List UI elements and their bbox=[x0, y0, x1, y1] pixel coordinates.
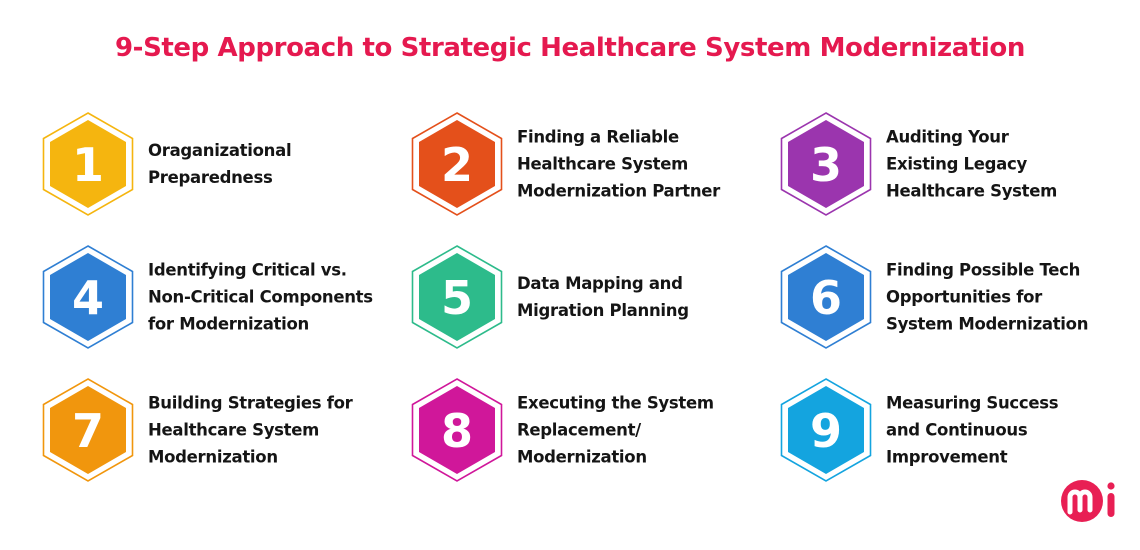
label-line: Modernization bbox=[148, 447, 278, 467]
step-9: 9 Measuring Success and Continuous Impro… bbox=[780, 378, 1140, 482]
hexagon-badge-icon: 6 bbox=[780, 245, 872, 349]
label-line: Healthcare System bbox=[517, 154, 689, 174]
label-line: Building Strategies for bbox=[148, 393, 353, 413]
step-number: 9 bbox=[809, 404, 842, 458]
step-label: Identifying Critical vs. Non-Critical Co… bbox=[148, 257, 373, 338]
step-number: 1 bbox=[71, 138, 104, 192]
step-label: Auditing Your Existing Legacy Healthcare… bbox=[886, 124, 1057, 205]
hexagon-badge-icon: 1 bbox=[42, 112, 134, 216]
label-line: for Modernization bbox=[148, 314, 309, 334]
step-number: 6 bbox=[809, 271, 842, 325]
label-line: Modernization Partner bbox=[517, 181, 720, 201]
label-line: Modernization bbox=[517, 447, 647, 467]
label-line: Improvement bbox=[886, 447, 1008, 467]
label-line: Opportunities for bbox=[886, 287, 1043, 307]
hexagon-badge-icon: 8 bbox=[411, 378, 503, 482]
step-7: 7 Building Strategies for Healthcare Sys… bbox=[42, 378, 412, 482]
step-number: 7 bbox=[71, 404, 104, 458]
step-8: 8 Executing the System Replacement/ Mode… bbox=[411, 378, 781, 482]
label-line: and Continuous bbox=[886, 420, 1028, 440]
step-6: 6 Finding Possible Tech Opportunities fo… bbox=[780, 245, 1140, 349]
label-line: Auditing Your bbox=[886, 127, 1009, 147]
step-4: 4 Identifying Critical vs. Non-Critical … bbox=[42, 245, 412, 349]
label-line: Oraganizational bbox=[148, 141, 292, 160]
step-number: 4 bbox=[71, 271, 104, 325]
label-line: Existing Legacy bbox=[886, 154, 1027, 174]
brand-logo-icon bbox=[1060, 478, 1122, 524]
label-line: Preparedness bbox=[148, 168, 273, 187]
hexagon-badge-icon: 7 bbox=[42, 378, 134, 482]
step-3: 3 Auditing Your Existing Legacy Healthca… bbox=[780, 112, 1140, 216]
label-line: Data Mapping and bbox=[517, 274, 683, 293]
step-5: 5 Data Mapping and Migration Planning bbox=[411, 245, 781, 349]
step-label: Oraganizational Preparedness bbox=[148, 137, 292, 191]
step-label: Executing the System Replacement/ Modern… bbox=[517, 390, 714, 471]
label-line: Non-Critical Components bbox=[148, 287, 373, 307]
step-number: 5 bbox=[440, 271, 473, 325]
hexagon-badge-icon: 9 bbox=[780, 378, 872, 482]
step-label: Finding a Reliable Healthcare System Mod… bbox=[517, 124, 720, 205]
step-number: 3 bbox=[809, 138, 842, 192]
label-line: Executing the System bbox=[517, 393, 714, 413]
label-line: System Modernization bbox=[886, 314, 1089, 334]
step-number: 8 bbox=[440, 404, 473, 458]
label-line: Healthcare System bbox=[148, 420, 320, 440]
step-2: 2 Finding a Reliable Healthcare System M… bbox=[411, 112, 781, 216]
step-1: 1 Oraganizational Preparedness bbox=[42, 112, 412, 216]
label-line: Identifying Critical vs. bbox=[148, 260, 347, 280]
hexagon-badge-icon: 3 bbox=[780, 112, 872, 216]
label-line: Finding Possible Tech bbox=[886, 260, 1081, 280]
step-label: Data Mapping and Migration Planning bbox=[517, 270, 689, 324]
step-label: Finding Possible Tech Opportunities for … bbox=[886, 257, 1088, 338]
hexagon-badge-icon: 4 bbox=[42, 245, 134, 349]
label-line: Finding a Reliable bbox=[517, 127, 679, 147]
hexagon-badge-icon: 2 bbox=[411, 112, 503, 216]
step-number: 2 bbox=[440, 138, 473, 192]
page-title: 9-Step Approach to Strategic Healthcare … bbox=[114, 33, 1026, 63]
hexagon-badge-icon: 5 bbox=[411, 245, 503, 349]
label-line: Measuring Success bbox=[886, 393, 1059, 413]
step-label: Measuring Success and Continuous Improve… bbox=[886, 390, 1059, 471]
step-label: Building Strategies for Healthcare Syste… bbox=[148, 390, 353, 471]
label-line: Healthcare System bbox=[886, 181, 1058, 201]
label-line: Replacement/ bbox=[517, 420, 641, 440]
label-line: Migration Planning bbox=[517, 301, 689, 320]
